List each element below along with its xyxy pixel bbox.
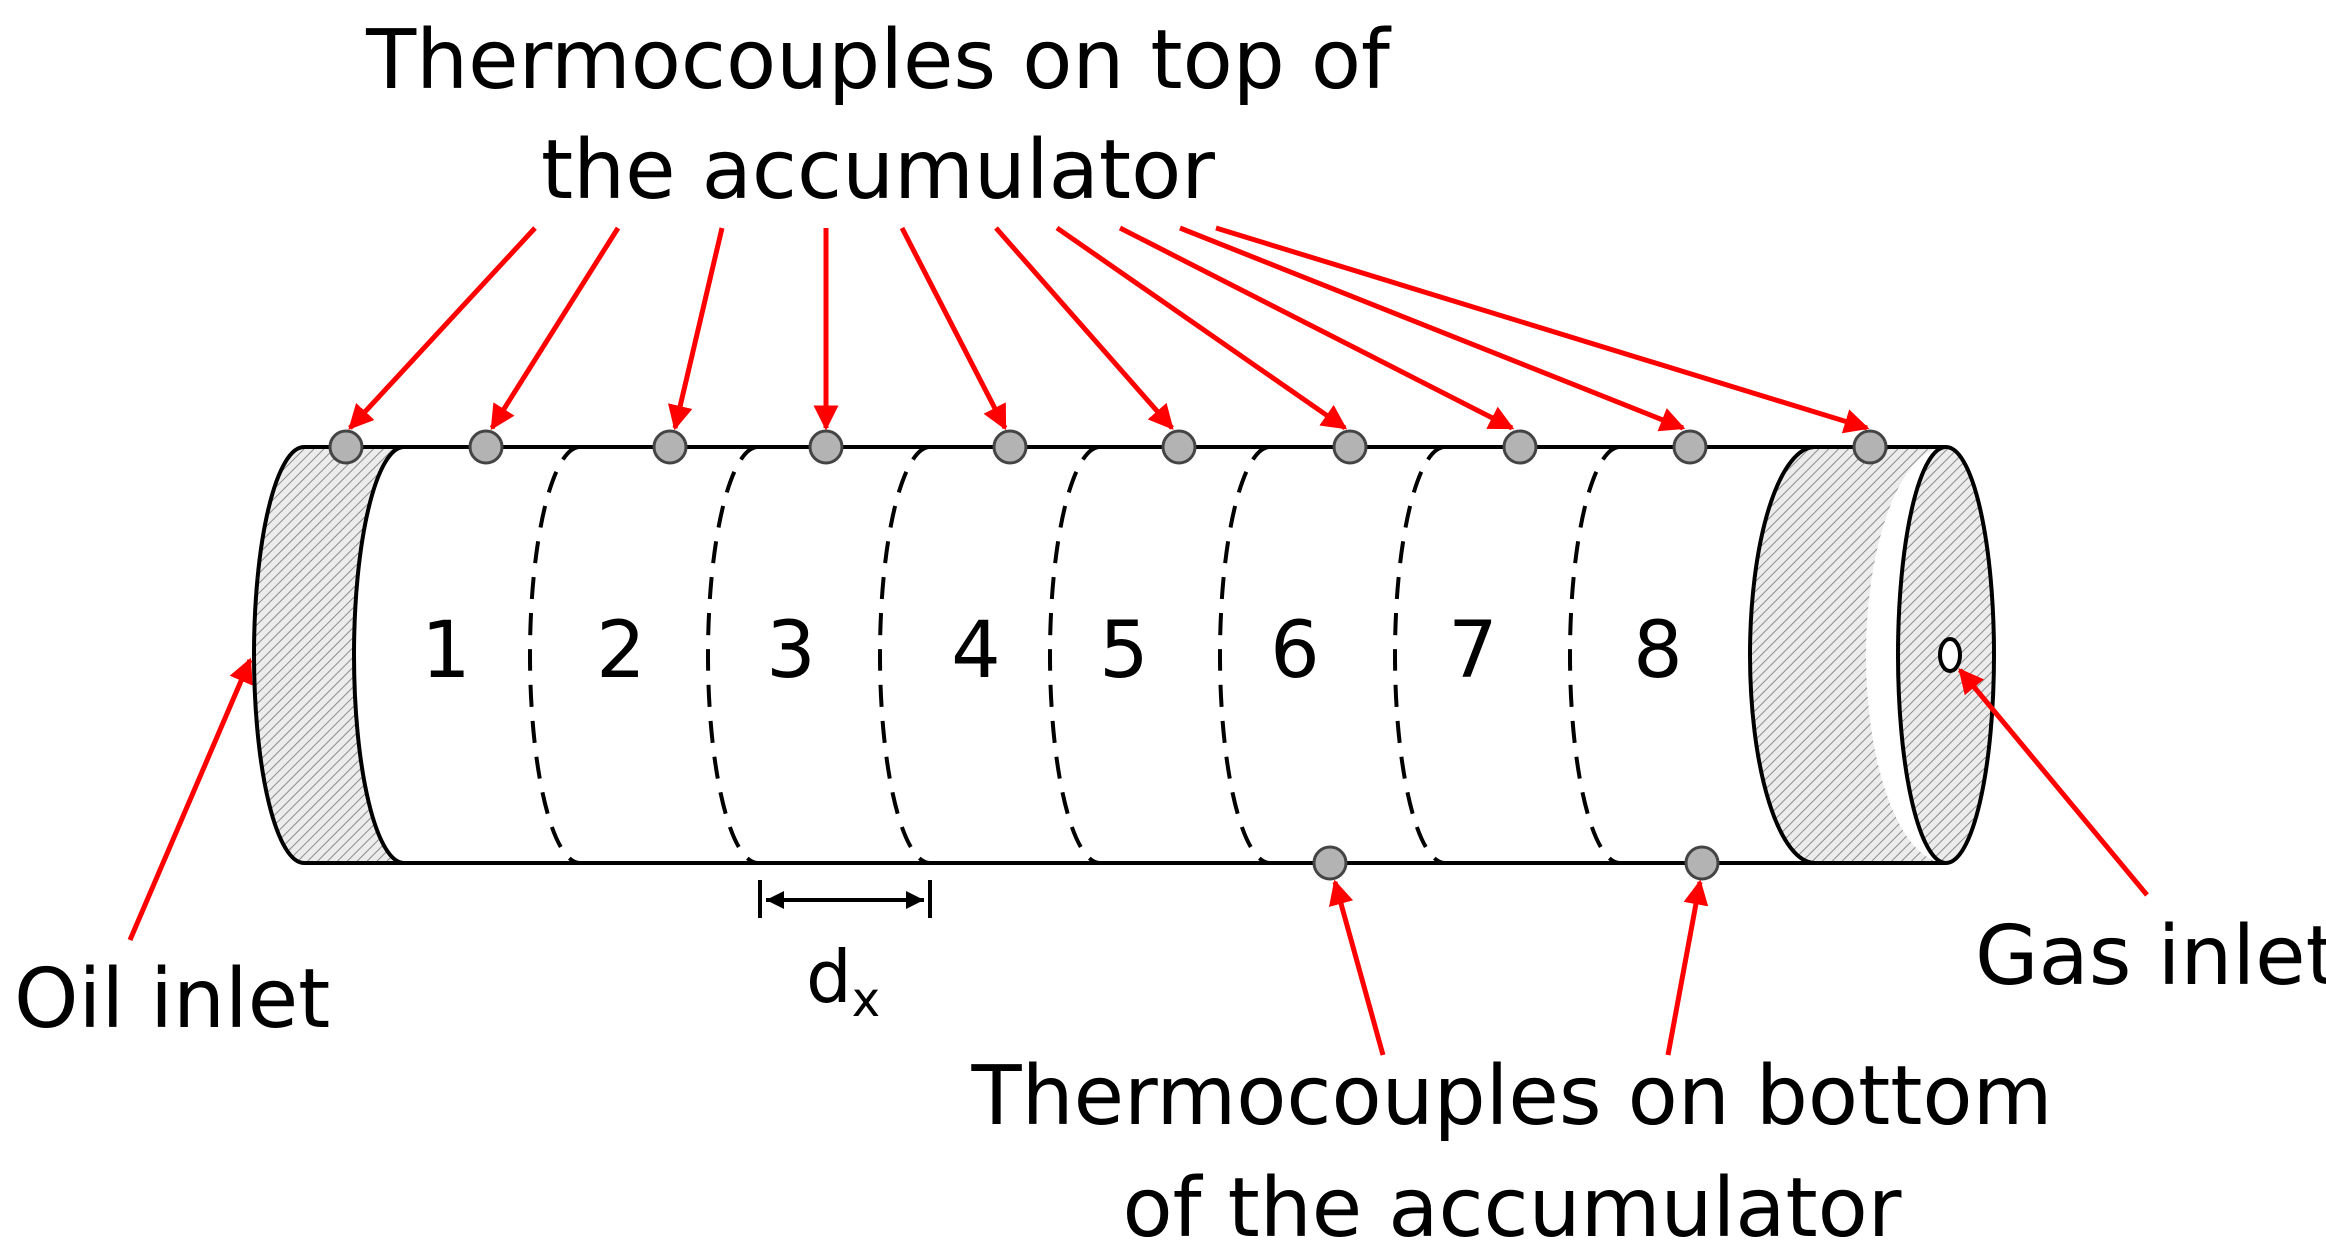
arrow <box>1215 225 1870 434</box>
segment-numbers: 1 2 3 4 5 6 7 8 <box>421 606 1683 696</box>
bottom-thermocouples-label-line1: Thermocouples on bottom <box>971 1049 2053 1144</box>
segment-number: 4 <box>951 606 1001 696</box>
segment-boundary <box>706 445 759 865</box>
thermocouple-top <box>1332 429 1368 465</box>
segment-number: 6 <box>1270 606 1320 696</box>
thermocouple-top <box>1502 429 1538 465</box>
thermocouple-top <box>808 429 844 465</box>
arrow <box>994 226 1174 430</box>
gas-inlet-hole <box>1938 637 1962 673</box>
arrow <box>899 226 1008 431</box>
segment-boundary <box>878 445 931 865</box>
segment-number: 2 <box>596 606 646 696</box>
segment-boundary <box>1393 445 1446 865</box>
oil-inlet-arrow <box>127 657 253 941</box>
bottom-thermocouples-label-line2: of the accumulator <box>1122 1161 1901 1256</box>
thermocouples <box>328 429 1888 881</box>
gas-inlet-label: Gas inlet <box>1975 909 2326 1004</box>
thermocouple-top <box>652 429 688 465</box>
thermocouple-top <box>328 429 364 465</box>
thermocouple-top <box>992 429 1028 465</box>
arrow <box>1179 225 1686 432</box>
piston-boundary <box>1748 445 1816 865</box>
dx-label: dx <box>806 935 880 1028</box>
segment-boundary <box>528 445 581 865</box>
gas-inlet-arrow <box>1958 668 2149 897</box>
arrow <box>1055 225 1348 431</box>
oil-inlet-label: Oil inlet <box>14 952 330 1047</box>
segment-boundary <box>1048 445 1101 865</box>
thermocouple-bottom <box>1312 845 1348 881</box>
bottom-arrows <box>127 657 2149 1056</box>
thermocouple-top <box>468 429 504 465</box>
dx-arrowhead-left <box>766 891 784 909</box>
segment-number: 8 <box>1633 606 1683 696</box>
arrow <box>489 226 621 431</box>
arrow <box>1665 879 1709 1056</box>
oil-end-cap <box>254 447 404 863</box>
segment-boundaries <box>528 445 1621 865</box>
top-thermocouple-arrows <box>348 225 1870 434</box>
thermocouple-top <box>1672 429 1708 465</box>
segment-number: 5 <box>1099 606 1149 696</box>
segment-number: 3 <box>766 606 816 696</box>
segment-number: 7 <box>1448 606 1498 696</box>
arrow <box>667 227 725 431</box>
top-thermocouples-label-line2: the accumulator <box>541 123 1215 218</box>
arrow <box>1328 879 1386 1056</box>
top-thermocouples-label-line1: Thermocouples on top of <box>365 13 1392 108</box>
oil-end-face <box>252 445 305 865</box>
oil-cap-boundary <box>352 445 405 865</box>
arrow <box>1118 225 1515 431</box>
dx-arrowhead-right <box>906 891 924 909</box>
segment-boundary <box>1568 445 1621 865</box>
thermocouple-top <box>1161 429 1197 465</box>
gas-piston <box>1750 447 1946 863</box>
thermocouple-bottom <box>1684 845 1720 881</box>
thermocouple-top <box>1852 429 1888 465</box>
segment-number: 1 <box>421 606 471 696</box>
arrow <box>348 226 537 430</box>
dx-dimension <box>758 880 932 918</box>
segment-boundary <box>1218 445 1271 865</box>
